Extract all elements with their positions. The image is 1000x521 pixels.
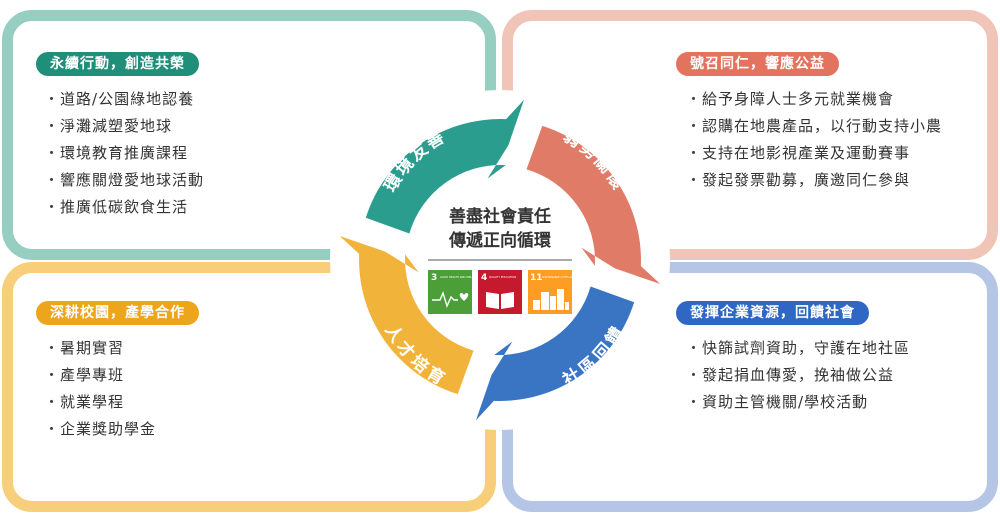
quadrant-title-vulnerable: 號召同仁，響應公益	[676, 52, 839, 76]
sdg-icon-quality-education: 4 QUALITY EDUCATION	[478, 270, 522, 314]
svg-text:QUALITY EDUCATION: QUALITY EDUCATION	[489, 275, 516, 279]
list-item: 發起發票勸募，廣邀同仁參與	[686, 167, 942, 194]
svg-text:11: 11	[530, 273, 543, 283]
ring-segment-environment	[365, 99, 524, 234]
list-item: 道路/公園綠地認養	[44, 86, 204, 113]
sdg-icon-sustainable-cities: 11 SUSTAINABLE CITIES AND COMMUNITIES	[528, 270, 595, 314]
list-item: 支持在地影視產業及運動賽事	[686, 140, 942, 167]
list-item: 暑期實習	[44, 335, 156, 362]
list-item: 給予身障人士多元就業機會	[686, 86, 942, 113]
list-item: 發起捐血傳愛，挽袖做公益	[686, 362, 910, 389]
book-icon	[486, 292, 514, 309]
list-item: 響應關燈愛地球活動	[44, 167, 204, 194]
list-item: 環境教育推廣課程	[44, 140, 204, 167]
list-item: 就業學程	[44, 389, 156, 416]
quadrant-title-community: 發揮企業資源，回饋社會	[676, 301, 869, 325]
community-feedback-list: 快篩試劑資助，守護在地社區 發起捐血傳愛，挽袖做公益 資助主管機關/學校活動	[686, 335, 910, 416]
list-item: 認購在地農產品，以行動支持小農	[686, 113, 942, 140]
list-item: 資助主管機關/學校活動	[686, 389, 910, 416]
list-item: 推廣低碳飲食生活	[44, 194, 204, 221]
city-icon	[533, 289, 569, 310]
heartbeat-icon	[432, 290, 458, 308]
list-item: 企業獎助學金	[44, 416, 156, 443]
ring-segment-talent	[339, 236, 474, 395]
talent-cultivation-list: 暑期實習 產學專班 就業學程 企業獎助學金	[44, 335, 156, 443]
list-item: 快篩試劑資助，守護在地社區	[686, 335, 910, 362]
ring-segment-community	[476, 286, 635, 421]
center-title-line-1: 善盡社會責任	[449, 206, 551, 227]
sdg-icon-good-health: 3 GOOD HEALTH AND WELL-BEING	[428, 270, 482, 314]
list-item: 產學專班	[44, 362, 156, 389]
svg-text:GOOD HEALTH AND WELL-BEING: GOOD HEALTH AND WELL-BEING	[440, 275, 482, 279]
svg-text:SUSTAINABLE CITIES AND COMMUNI: SUSTAINABLE CITIES AND COMMUNITIES	[542, 275, 595, 279]
environment-action-list: 道路/公園綠地認養 淨灘減塑愛地球 環境教育推廣課程 響應關燈愛地球活動 推廣低…	[44, 86, 204, 221]
ring-segment-vulnerable	[526, 125, 661, 284]
quadrant-title-environment: 永續行動，創造共榮	[36, 52, 199, 76]
vulnerable-care-list: 給予身障人士多元就業機會 認購在地農產品，以行動支持小農 支持在地影視產業及運動…	[686, 86, 942, 194]
svg-text:4: 4	[481, 273, 487, 283]
svg-text:3: 3	[431, 273, 437, 283]
quadrant-title-talent: 深耕校園，產學合作	[36, 301, 199, 325]
center-title-line-2: 傳遞正向循環	[448, 230, 552, 251]
list-item: 淨灘減塑愛地球	[44, 113, 204, 140]
